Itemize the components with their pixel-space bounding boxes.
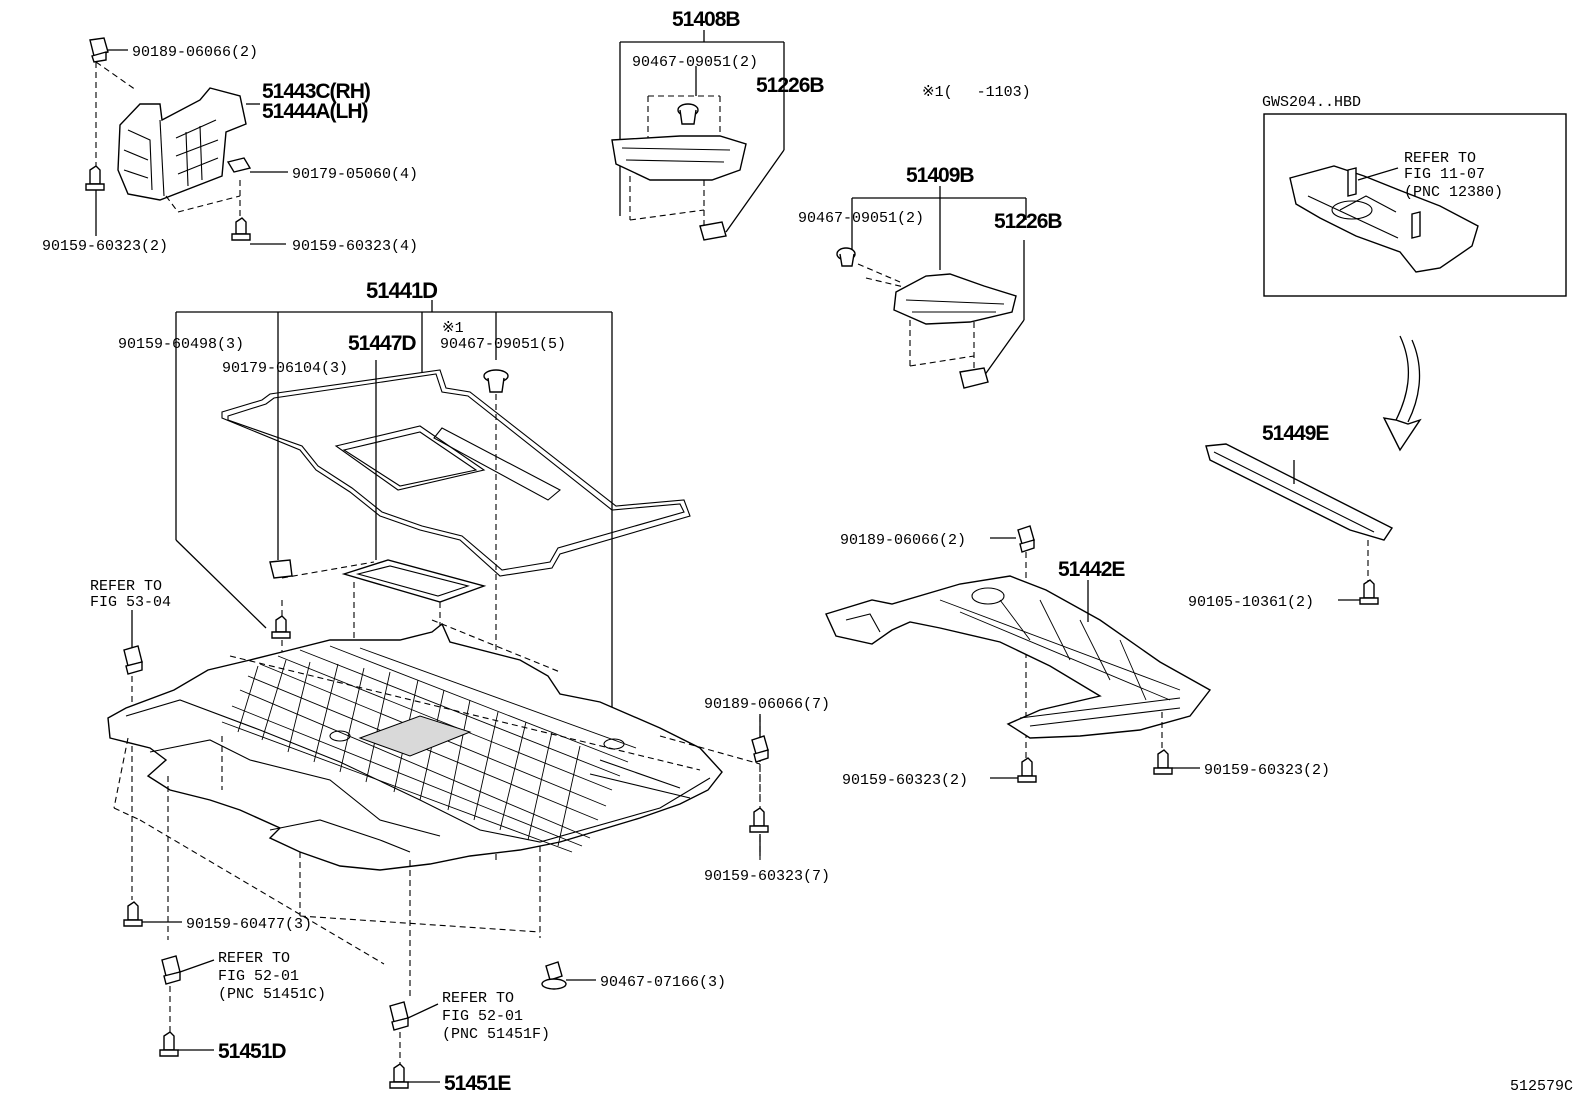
- label-90467-09051-5: 90467-09051(5): [440, 336, 566, 353]
- label-90159-60477-3: 90159-60477(3): [186, 916, 312, 933]
- label-51451D: 51451D: [218, 1040, 286, 1063]
- label-51441D: 51441D: [366, 278, 437, 303]
- fig-label-53-04: FIG 53-04: [90, 594, 171, 611]
- clip-icon: [677, 103, 699, 125]
- bolt-icon: [1017, 757, 1037, 783]
- down-arrow-icon: [1382, 335, 1422, 452]
- label-90159-60323-4: 90159-60323(4): [292, 238, 418, 255]
- label-90179-06104-3: 90179-06104(3): [222, 360, 348, 377]
- clip-icon: [389, 1001, 409, 1031]
- label-90159-60323-2c: 90159-60323(2): [1204, 762, 1330, 779]
- gws-label: GWS204..HBD: [1262, 94, 1361, 111]
- label-90159-60323-2a: 90159-60323(2): [42, 238, 168, 255]
- panel-51447D-part: [341, 559, 487, 603]
- label-90189-06066-2b: 90189-06066(2): [840, 532, 966, 549]
- bolt-icon: [1359, 579, 1379, 605]
- clip-icon: [269, 559, 293, 579]
- group-51408B: [611, 30, 785, 241]
- pnc-label-51451C: (PNC 51451C): [218, 986, 326, 1003]
- bolt-icon: [749, 807, 769, 833]
- refer-label-53-04: REFER TO: [90, 578, 162, 595]
- clip-icon: [541, 961, 567, 990]
- refer-label-52-01-b: REFER TO: [442, 990, 514, 1007]
- label-90179-05060-4: 90179-05060(4): [292, 166, 418, 183]
- note-label: ※1( -1103): [922, 84, 1031, 101]
- seal-51441D-part: [221, 369, 691, 577]
- label-90189-06066-7: 90189-06066(7): [704, 696, 830, 713]
- bolt-icon: [389, 1063, 409, 1089]
- clip-icon: [836, 247, 856, 267]
- bolt-icon: [85, 165, 105, 191]
- label-90189-06066-2a: 90189-06066(2): [132, 44, 258, 61]
- label-90467-09051-2a: 90467-09051(2): [632, 54, 758, 71]
- label-51444A: 51444A(LH): [262, 100, 368, 123]
- clip-icon: [1017, 525, 1035, 553]
- inset-frame: [1263, 113, 1567, 297]
- clip-icon: [483, 369, 509, 393]
- label-51442E: 51442E: [1058, 558, 1125, 581]
- group-51409B: [836, 186, 1027, 389]
- label-90467-07166-3: 90467-07166(3): [600, 974, 726, 991]
- label-51449E: 51449E: [1262, 422, 1329, 445]
- label-90105-10361-2: 90105-10361(2): [1188, 594, 1314, 611]
- clip-icon: [959, 367, 989, 389]
- bolt-icon: [123, 901, 143, 927]
- clip-icon: [699, 221, 727, 241]
- clip-icon: [751, 735, 769, 763]
- mark-1-label: ※1: [442, 320, 464, 337]
- bolt-icon: [271, 615, 291, 639]
- label-51226B-a: 51226B: [756, 74, 824, 97]
- label-90159-60323-2b: 90159-60323(2): [842, 772, 968, 789]
- fig-label-52-01-b: FIG 52-01: [442, 1008, 523, 1025]
- fig-label-11-07: FIG 11-07: [1404, 166, 1485, 183]
- fig-label-52-01-a: FIG 52-01: [218, 968, 299, 985]
- side-cover-part: [117, 87, 247, 201]
- under-cover-51442E-part: [825, 575, 1212, 739]
- side-cover-group: [85, 37, 288, 245]
- pnc-label-12380: (PNC 12380): [1404, 184, 1503, 201]
- label-51408B: 51408B: [672, 8, 740, 31]
- refer-label-52-01-a: REFER TO: [218, 950, 290, 967]
- bracket-51408B-part: [611, 135, 747, 181]
- label-90159-60498-3: 90159-60498(3): [118, 336, 244, 353]
- label-51409B: 51409B: [906, 164, 974, 187]
- bolt-icon: [159, 1031, 179, 1057]
- label-51451E: 51451E: [444, 1072, 511, 1095]
- nut-icon: [226, 157, 252, 173]
- label-51447D: 51447D: [348, 332, 416, 355]
- label-90467-09051-2b: 90467-09051(2): [798, 210, 924, 227]
- clip-fastener-icon: [89, 37, 109, 63]
- label-51226B-b: 51226B: [994, 210, 1062, 233]
- crossmember-part: [1289, 165, 1479, 273]
- pnc-label-51451F: (PNC 51451F): [442, 1026, 550, 1043]
- strap-51449E-part: [1205, 443, 1394, 541]
- label-90159-60323-7: 90159-60323(7): [704, 868, 830, 885]
- refer-label-11-07: REFER TO: [1404, 150, 1476, 167]
- bolt-icon: [231, 217, 251, 241]
- bracket-51409B-part: [893, 273, 1017, 325]
- bolt-icon: [1153, 749, 1173, 775]
- clip-icon: [123, 645, 143, 675]
- illustration-id: 512579C: [1510, 1078, 1573, 1095]
- label-51443C: 51443C(RH): [262, 80, 370, 103]
- clip-icon: [161, 955, 181, 985]
- main-under-cover-part: [107, 622, 723, 871]
